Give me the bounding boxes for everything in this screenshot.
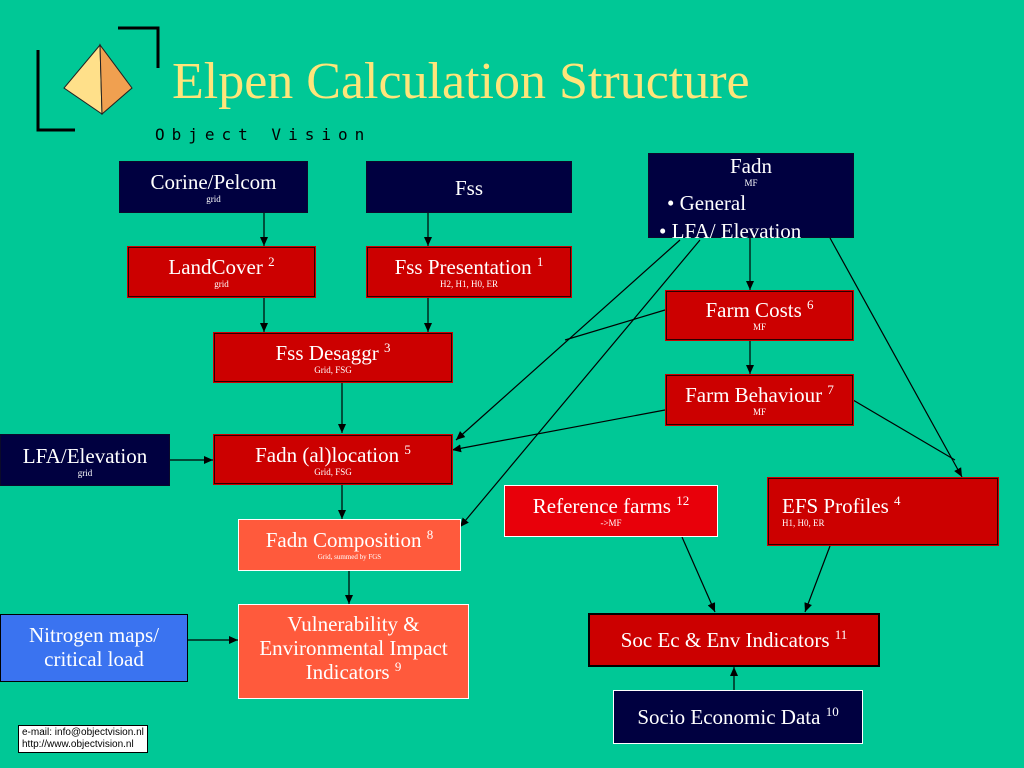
node-fss-presentation: Fss Presentation 1 H2, H1, H0, ER xyxy=(366,246,572,298)
slide-tagline: Object Vision xyxy=(155,125,372,144)
node-fadn-composition: Fadn Composition 8 Grid, summed by FGS xyxy=(238,519,461,571)
slide-title: Elpen Calculation Structure xyxy=(172,53,750,110)
contact-footer: e-mail: info@objectvision.nl http://www.… xyxy=(18,725,148,753)
footer-url[interactable]: http://www.objectvision.nl xyxy=(22,739,134,750)
node-fss: Fss xyxy=(366,161,572,213)
fadn-item-list: • General • LFA/ Elevation xyxy=(649,189,853,245)
node-farm-costs: Farm Costs 6 MF xyxy=(665,290,854,341)
node-vulnerability: Vulnerability & Environmental Impact Ind… xyxy=(238,604,469,699)
node-farm-behaviour: Farm Behaviour 7 MF xyxy=(665,374,854,426)
node-socio-economic-data: Socio Economic Data 10 xyxy=(613,690,863,744)
node-corine-pelcom: Corine/Pelcom grid xyxy=(119,161,308,213)
node-landcover: LandCover 2 grid xyxy=(127,246,316,298)
node-lfa-elevation: LFA/Elevation grid xyxy=(0,434,170,486)
node-nitrogen-maps: Nitrogen maps/ critical load xyxy=(0,614,188,682)
fadn-item-general: • General xyxy=(667,191,747,215)
node-reference-farms: Reference farms 12 ->MF xyxy=(504,485,718,537)
node-soc-ec-env-indicators: Soc Ec & Env Indicators 11 xyxy=(588,613,880,667)
object-vision-logo xyxy=(36,26,160,132)
node-efs-profiles: EFS Profiles 4 H1, H0, ER xyxy=(767,477,999,546)
fadn-item-lfa-elevation: • LFA/ Elevation xyxy=(659,219,802,243)
node-fss-desaggr: Fss Desaggr 3 Grid, FSG xyxy=(213,332,453,383)
footer-email[interactable]: e-mail: info@objectvision.nl xyxy=(22,727,144,738)
node-fadn-allocation: Fadn (al)location 5 Grid, FSG xyxy=(213,434,453,485)
node-fadn: Fadn MF • General • LFA/ Elevation xyxy=(648,153,854,243)
